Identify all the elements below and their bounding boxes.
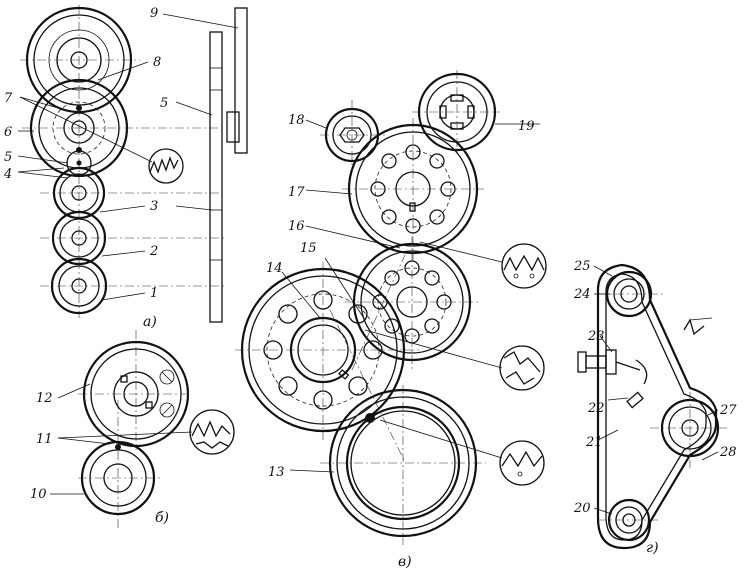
- label-5-left: 5: [4, 150, 12, 165]
- gear-1: [40, 257, 225, 315]
- label-5-right: 5: [160, 96, 168, 111]
- label-10: 10: [30, 487, 47, 502]
- label-19: 19: [518, 119, 535, 134]
- gear-2: [40, 210, 225, 266]
- label-13: 13: [268, 465, 285, 480]
- tooth-detail-v2: [499, 345, 545, 391]
- gear-10: [78, 440, 160, 516]
- label-17: 17: [288, 185, 305, 200]
- gear-6: [22, 78, 222, 178]
- sprocket-27: [650, 392, 728, 468]
- label-23: 23: [587, 329, 605, 344]
- label-15: 15: [300, 241, 317, 256]
- label-22: 22: [587, 401, 605, 416]
- label-28: 28: [719, 445, 737, 460]
- tensioner-23: [577, 349, 648, 409]
- part-a-gear-train: [17, 5, 248, 323]
- label-1: 1: [150, 286, 158, 301]
- tooth-detail-a: [148, 148, 184, 184]
- caption-a: а): [143, 314, 157, 330]
- gear-9: [20, 6, 140, 114]
- gear-17: [342, 118, 484, 260]
- label-9: 9: [150, 6, 158, 21]
- sprocket-20: [598, 498, 660, 542]
- label-16: 16: [288, 219, 305, 234]
- caption-b: б): [155, 510, 169, 526]
- label-8: 8: [153, 55, 161, 70]
- part-g-chain-drive: [577, 263, 728, 550]
- label-4: 4: [3, 167, 12, 182]
- label-6: 6: [4, 125, 12, 140]
- side-view-bars: [209, 7, 248, 323]
- tooth-detail-v1: [501, 243, 547, 289]
- label-27: 27: [719, 403, 737, 418]
- gear-18: [320, 100, 386, 166]
- caption-g: г): [646, 540, 659, 556]
- part-v-gear-train: [235, 70, 547, 545]
- part-g-leaders: [593, 265, 719, 515]
- label-21: 21: [585, 435, 603, 450]
- label-11: 11: [36, 432, 53, 447]
- label-24: 24: [573, 287, 591, 302]
- gear-12: [78, 340, 192, 448]
- caption-v: в): [398, 554, 412, 570]
- part-a-leaders: [17, 13, 239, 301]
- label-25: 25: [573, 259, 591, 274]
- part-v-leaders: [281, 119, 540, 473]
- label-2: 2: [149, 244, 158, 259]
- label-18: 18: [288, 113, 305, 128]
- gear-14: [235, 262, 420, 440]
- label-20: 20: [573, 501, 591, 516]
- gear-13: [320, 385, 486, 545]
- part-b-leaders: [50, 383, 193, 495]
- tooth-detail-v3: [499, 440, 545, 486]
- label-3: 3: [150, 199, 158, 214]
- label-7: 7: [4, 91, 13, 106]
- part-b-gear-pair: [50, 330, 235, 530]
- tooth-detail-b: [189, 409, 235, 455]
- label-12: 12: [36, 391, 53, 406]
- label-14: 14: [266, 261, 283, 276]
